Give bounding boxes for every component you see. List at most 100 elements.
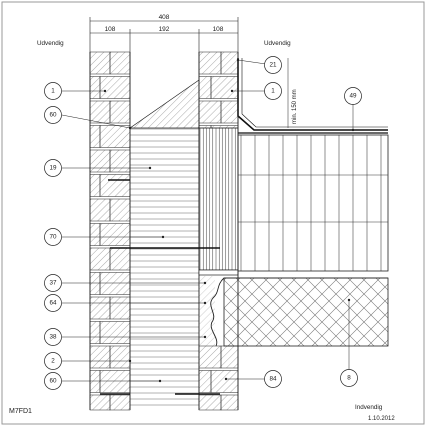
drawing-date: 1.10.2012	[368, 416, 395, 422]
drawing-code: M7FD1	[9, 408, 32, 415]
brick	[99, 272, 131, 295]
brick	[210, 76, 239, 99]
callout-left-2-label: 19	[49, 165, 57, 172]
brick	[99, 125, 131, 148]
brick	[89, 76, 101, 99]
callout-dot	[224, 377, 228, 381]
min-height-annotation: min. 150 mm	[292, 89, 298, 124]
brick	[109, 198, 131, 222]
callout-left-0-label: 1	[51, 88, 55, 95]
brick	[210, 125, 239, 129]
callout-right-2-bubble	[344, 87, 362, 105]
callout-dot	[148, 166, 152, 170]
brick	[99, 174, 131, 197]
callout-right-4-bubble	[340, 369, 358, 387]
label-outside-left: Udvendig	[37, 40, 64, 47]
brick	[109, 100, 131, 124]
brick	[89, 345, 111, 369]
roof-insulation	[237, 134, 389, 272]
callout-left-6-bubble	[44, 328, 62, 346]
brick	[109, 394, 131, 411]
brick	[198, 370, 212, 393]
brick	[89, 174, 101, 197]
brick	[89, 125, 101, 148]
callout-left-4-label: 37	[49, 280, 57, 287]
brick	[89, 296, 111, 320]
brick	[210, 370, 239, 393]
brick	[109, 149, 131, 173]
callout-right-3-bubble	[264, 370, 282, 388]
callout-right-1-bubble	[264, 82, 282, 100]
callout-dot	[347, 298, 351, 302]
dimension-line	[89, 17, 239, 54]
brick	[220, 51, 239, 75]
callout-right-4-label: 8	[347, 375, 351, 382]
callout-dot	[128, 126, 132, 130]
dimension-cavity: 192	[159, 26, 170, 33]
brick	[99, 223, 131, 246]
callout-right-3-label: 84	[269, 376, 277, 383]
callout-left-2-bubble	[44, 159, 62, 177]
callout-left-4-bubble	[44, 274, 62, 292]
brick	[89, 100, 111, 124]
brick	[220, 394, 239, 411]
callout-right-2-label: 49	[349, 93, 357, 100]
callout-left-1-bubble	[44, 106, 62, 124]
brick	[89, 394, 111, 411]
callout-right-1-label: 1	[271, 88, 275, 95]
callout-dot	[161, 235, 165, 239]
wall-ties	[100, 179, 220, 395]
callout-leader	[61, 114, 131, 129]
inner-brick-leaf	[198, 51, 239, 411]
brick	[89, 272, 101, 295]
callout-left-7-bubble	[44, 352, 62, 370]
callout-dot	[203, 281, 207, 285]
brick	[99, 76, 131, 99]
sealant-fill	[199, 276, 215, 346]
brick	[109, 345, 131, 369]
brick	[198, 51, 222, 75]
brick	[89, 223, 101, 246]
brick	[89, 51, 111, 75]
brick	[89, 149, 111, 173]
outer-brick-leaf	[89, 51, 131, 411]
brick	[89, 321, 101, 344]
brick	[89, 198, 111, 222]
callout-left-6-label: 38	[49, 334, 57, 341]
brick	[220, 345, 239, 369]
callout-dot	[236, 58, 240, 62]
brick	[109, 51, 131, 75]
brick	[109, 247, 131, 271]
dimension-inner-leaf: 108	[213, 26, 224, 33]
callout-dot	[230, 89, 234, 93]
callout-dot	[203, 335, 207, 339]
brick	[89, 370, 101, 393]
dimension-total: 408	[159, 14, 170, 21]
brick	[198, 76, 212, 99]
label-inside: Indvendig	[355, 404, 383, 411]
label-outside-right: Udvendig	[264, 40, 291, 47]
brick	[89, 247, 111, 271]
cavity-insulation	[128, 52, 200, 410]
brick	[109, 296, 131, 320]
callout-left-5-bubble	[44, 294, 62, 312]
callout-left-8-label: 60	[49, 378, 57, 385]
callout-dot	[103, 89, 107, 93]
dimension-outer-leaf: 108	[105, 26, 116, 33]
callout-dot	[203, 301, 207, 305]
brick	[99, 370, 131, 393]
concrete-deck	[223, 277, 389, 347]
callout-left-8-bubble	[44, 372, 62, 390]
callout-dot	[351, 128, 355, 132]
callout-left-5-label: 64	[49, 300, 57, 307]
callout-dot	[128, 359, 132, 363]
callout-right-0-bubble	[264, 56, 282, 74]
callout-left-1-label: 60	[49, 112, 57, 119]
brick	[99, 321, 131, 344]
brick	[198, 100, 222, 124]
brick	[198, 345, 222, 369]
callout-left-3-label: 70	[49, 234, 57, 241]
